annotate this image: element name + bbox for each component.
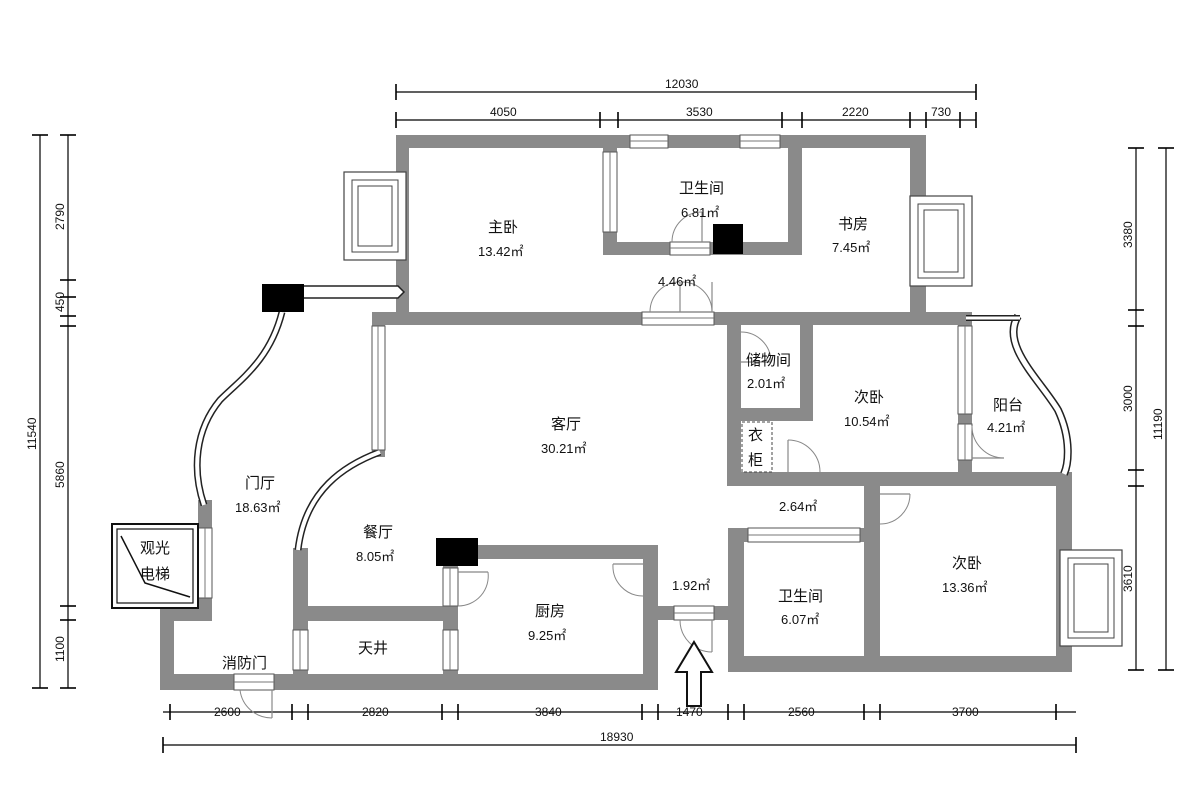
dim-bottom-seg-6: 3700 xyxy=(952,705,979,719)
dim-left-seg-3: 5860 xyxy=(53,461,67,488)
dim-right-seg-1: 3380 xyxy=(1121,221,1135,248)
area-balcony: 4.21㎡ xyxy=(987,420,1025,435)
bay-window-study xyxy=(909,195,973,287)
area-kitchen: 9.25㎡ xyxy=(528,628,566,643)
label-living: 客厅 xyxy=(551,415,581,433)
dimension-left: 11540 2790 450 5860 1100 xyxy=(25,134,76,689)
label-bedroom2: 次卧 xyxy=(854,388,884,406)
dim-left-total: 11540 xyxy=(25,417,39,450)
wardrobe-box xyxy=(741,421,773,473)
dim-right-seg-2: 3000 xyxy=(1121,385,1135,412)
dim-right-total: 11190 xyxy=(1151,408,1165,440)
elevator-box xyxy=(111,523,199,609)
area-foyer: 18.63㎡ xyxy=(235,500,281,515)
dim-top-total: 12030 xyxy=(665,77,699,91)
dim-left-seg-1: 2790 xyxy=(53,203,67,230)
label-balcony: 阳台 xyxy=(993,396,1023,414)
balcony-curve xyxy=(1009,313,1072,476)
label-bedroom3: 次卧 xyxy=(952,554,982,572)
dimension-right: 3380 3000 3610 11190 xyxy=(1121,147,1174,671)
label-bath2: 卫生间 xyxy=(778,587,823,605)
dim-bottom-seg-1: 2600 xyxy=(214,705,241,719)
label-master-bath: 卫生间 xyxy=(679,179,724,197)
shaft-block-3 xyxy=(436,538,478,566)
bay-window-bedroom3 xyxy=(1059,549,1123,647)
dim-right-seg-3: 3610 xyxy=(1121,565,1135,592)
corridor-line xyxy=(304,285,406,299)
dim-left-seg-2: 450 xyxy=(53,292,67,312)
area-corridor-mid: 2.64㎡ xyxy=(779,499,817,514)
area-bedroom3: 13.36㎡ xyxy=(942,580,988,595)
area-entry: 1.92㎡ xyxy=(672,578,710,593)
area-study: 7.45㎡ xyxy=(832,240,870,255)
label-elevator-1: 观光 xyxy=(140,539,170,557)
dim-bottom-seg-3: 3840 xyxy=(535,705,562,719)
label-lightwell: 天井 xyxy=(358,639,388,657)
dim-top-seg-1: 4050 xyxy=(490,105,517,119)
label-elevator-2: 电梯 xyxy=(140,565,170,583)
label-dining: 餐厅 xyxy=(363,523,393,541)
dim-bottom-seg-5: 2560 xyxy=(788,705,815,719)
dimension-top: 12030 4050 3530 2220 730 xyxy=(395,77,977,128)
area-master-bath: 6.81㎡ xyxy=(681,205,719,220)
dim-bottom-seg-4: 1470 xyxy=(676,705,703,719)
area-living: 30.21㎡ xyxy=(541,441,587,456)
label-master-bedroom: 主卧 xyxy=(488,218,518,236)
room-labels: 主卧 13.42㎡ 卫生间 6.81㎡ 书房 7.45㎡ 4.46㎡ 储物间 2… xyxy=(140,179,1025,672)
label-foyer: 门厅 xyxy=(245,474,275,492)
label-wardrobe-1: 衣 xyxy=(748,426,763,444)
bay-window-master xyxy=(343,171,407,261)
label-wardrobe-2: 柜 xyxy=(748,451,763,469)
dim-top-seg-2: 3530 xyxy=(686,105,713,119)
label-storage: 储物间 xyxy=(746,351,791,369)
dim-left-seg-4: 1100 xyxy=(53,636,67,662)
label-study: 书房 xyxy=(838,215,868,233)
label-kitchen: 厨房 xyxy=(535,602,565,620)
dim-top-seg-3: 2220 xyxy=(842,105,869,119)
dim-bottom-total: 18930 xyxy=(600,730,634,744)
windows xyxy=(197,134,973,691)
doors xyxy=(239,211,1005,719)
entrance-arrow-icon xyxy=(674,640,714,707)
dimension-bottom: 2600 2820 3840 1470 2560 3700 18930 xyxy=(162,704,1077,753)
area-master-bedroom: 13.42㎡ xyxy=(478,244,524,259)
shaft-block-2 xyxy=(713,224,743,254)
shaft-block-1 xyxy=(262,284,304,312)
area-bedroom2: 10.54㎡ xyxy=(844,414,890,429)
area-corridor-top: 4.46㎡ xyxy=(658,274,696,289)
area-dining: 8.05㎡ xyxy=(356,549,394,564)
dim-top-seg-4: 730 xyxy=(931,105,951,119)
area-bath2: 6.07㎡ xyxy=(781,612,819,627)
dim-bottom-seg-2: 2820 xyxy=(362,705,389,719)
area-storage: 2.01㎡ xyxy=(747,376,785,391)
label-fire-door: 消防门 xyxy=(222,654,267,672)
